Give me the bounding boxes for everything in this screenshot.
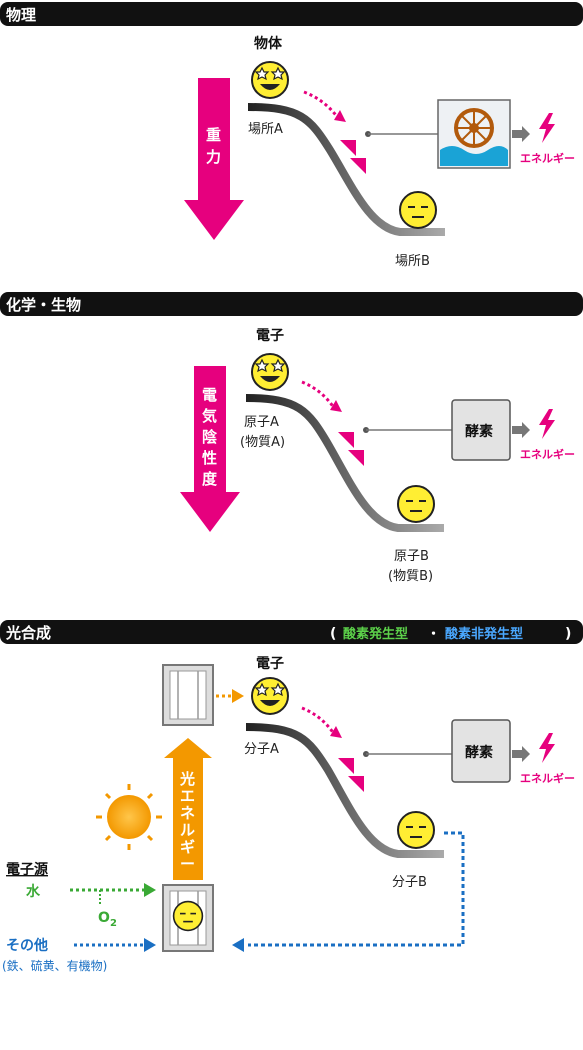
light-energy-label-3: ネ bbox=[180, 804, 195, 822]
chem-flow-triangle-2 bbox=[348, 450, 364, 466]
electron-motion-arrow bbox=[301, 380, 336, 409]
excited-electron-icon bbox=[251, 353, 289, 391]
photo-flow-triangle-2 bbox=[348, 776, 364, 792]
chemistry-title-bar bbox=[0, 292, 583, 316]
physics-slope bbox=[247, 103, 445, 236]
electronegativity-label-4: 性 bbox=[202, 449, 217, 467]
energy-bolt-icon bbox=[539, 113, 555, 143]
energy-label: エネルギー bbox=[520, 151, 575, 165]
sun-icon bbox=[96, 784, 162, 850]
gravity-label-2: 力 bbox=[206, 148, 221, 166]
calm-object-icon bbox=[399, 191, 437, 229]
chem-energy-bolt-icon bbox=[539, 409, 555, 439]
electronegativity-label-2: 気 bbox=[202, 407, 217, 425]
light-energy-arrow bbox=[164, 738, 212, 880]
excited-object-icon bbox=[251, 61, 289, 99]
water-label: 水 bbox=[26, 883, 41, 900]
anoxygenic-type-label: 酸素非発生型 bbox=[445, 626, 523, 642]
electron-motion-arrowhead bbox=[330, 400, 342, 412]
electron-return-arrowhead bbox=[232, 938, 244, 952]
output-arrow bbox=[512, 126, 530, 142]
excite-transfer-arrowhead bbox=[232, 689, 244, 703]
types-close-paren: ) bbox=[565, 626, 571, 642]
excited-photo-electron-icon bbox=[251, 677, 289, 715]
oxygenic-type-label: 酸素発生型 bbox=[343, 626, 408, 642]
water-wheel-icon bbox=[437, 99, 511, 169]
chemistry-title: 化学・生物 bbox=[6, 296, 81, 314]
photo-energy-bolt-icon bbox=[539, 733, 555, 763]
water-arrowhead bbox=[144, 883, 156, 897]
chemistry-subject-label: 電子 bbox=[256, 327, 284, 344]
physics-section: 物理 物体 重 力 場所A 場所B bbox=[0, 2, 583, 269]
molecule-a-label: 分子A bbox=[244, 742, 279, 757]
electronegativity-label-5: 度 bbox=[202, 470, 218, 488]
physics-subject-label: 物体 bbox=[254, 35, 283, 52]
enzyme-box bbox=[451, 399, 511, 461]
place-a-label: 場所A bbox=[248, 122, 283, 137]
flow-triangle-2 bbox=[350, 158, 366, 174]
photosynthesis-section: 光合成 ( 酸素発生型 ・ 酸素非発生型 ) 電子 光 エ ネ ル ギ ー bbox=[0, 620, 583, 973]
atom-b-label: 原子B bbox=[394, 549, 429, 564]
flow-triangle-1 bbox=[340, 140, 356, 156]
substance-b-label: (物質B) bbox=[388, 569, 433, 584]
chemistry-section: 化学・生物 電子 電 気 陰 性 度 原子A (物質A) 原子B (物質B) 酵… bbox=[0, 292, 583, 584]
electron-source-heading: 電子源 bbox=[6, 861, 48, 878]
oxygen-subscript: 2 bbox=[110, 918, 117, 929]
atom-a-label: 原子A bbox=[244, 415, 279, 430]
photo-output-arrow bbox=[512, 746, 530, 762]
electronegativity-label-3: 陰 bbox=[202, 428, 218, 446]
light-energy-label-5: ギ bbox=[180, 838, 195, 856]
chem-flow-triangle-1 bbox=[338, 432, 354, 448]
types-separator: ・ bbox=[427, 627, 440, 642]
photo-flow-triangle-1 bbox=[338, 758, 354, 774]
gravity-label-1: 重 bbox=[206, 126, 221, 144]
other-source-detail: (鉄、硫黄、有機物) bbox=[2, 958, 107, 973]
molecule-b-label: 分子B bbox=[392, 875, 427, 890]
gravity-arrow bbox=[184, 78, 244, 240]
substance-a-label: (物質A) bbox=[240, 435, 285, 450]
electron-return-path bbox=[248, 831, 465, 947]
photo-enzyme-label: 酵素 bbox=[465, 744, 493, 761]
light-energy-label-2: エ bbox=[180, 787, 195, 805]
light-energy-label-4: ル bbox=[180, 821, 195, 839]
oxygen-label: O bbox=[98, 910, 110, 926]
calm-photo-electron-icon bbox=[397, 811, 435, 849]
photo-motion-arrow bbox=[301, 706, 336, 735]
light-energy-label-1: 光 bbox=[179, 770, 195, 788]
photo-slope bbox=[245, 723, 444, 858]
electronegativity-label-1: 電 bbox=[202, 386, 217, 404]
photo-subject-label: 電子 bbox=[256, 655, 284, 672]
ground-electron-icon bbox=[172, 900, 204, 932]
photosynthesis-title-bar bbox=[0, 620, 583, 644]
types-open-paren: ( bbox=[330, 626, 336, 642]
physics-title-bar bbox=[0, 2, 583, 26]
photo-enzyme-box bbox=[451, 719, 511, 783]
motion-arrow bbox=[303, 90, 340, 119]
photo-energy-label: エネルギー bbox=[520, 771, 575, 785]
other-source-label: その他 bbox=[6, 937, 48, 954]
light-energy-label-6: ー bbox=[180, 855, 195, 873]
place-b-label: 場所B bbox=[395, 254, 430, 269]
photosynthesis-title: 光合成 bbox=[5, 624, 51, 642]
chem-output-arrow bbox=[512, 422, 530, 438]
electronegativity-arrow bbox=[180, 366, 240, 532]
motion-arrowhead bbox=[334, 110, 346, 122]
enzyme-label: 酵素 bbox=[465, 423, 493, 440]
excited-pigment-box bbox=[162, 664, 214, 726]
other-source-arrowhead bbox=[144, 938, 156, 952]
chemistry-slope bbox=[245, 394, 444, 532]
photo-motion-arrowhead bbox=[330, 726, 342, 738]
calm-electron-icon bbox=[397, 485, 435, 523]
physics-title: 物理 bbox=[6, 6, 36, 24]
chem-energy-label: エネルギー bbox=[520, 447, 575, 461]
